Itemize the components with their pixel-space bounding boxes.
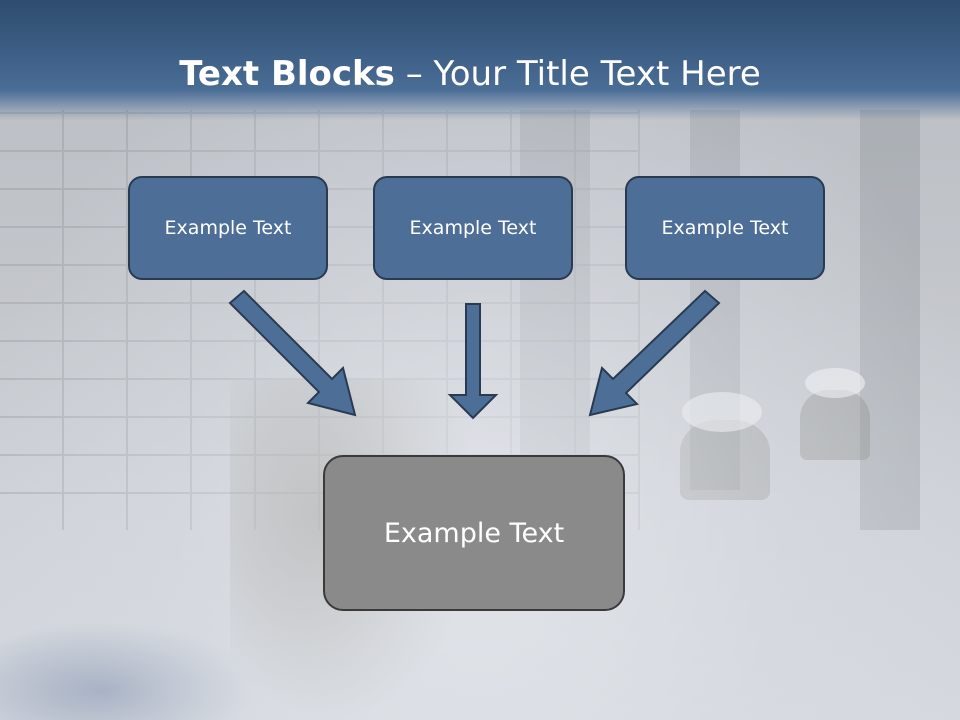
text-block-1[interactable]: Example Text — [128, 176, 328, 280]
text-block-3-label: Example Text — [661, 217, 789, 239]
arrow-right — [588, 289, 721, 417]
title-bar — [0, 0, 960, 120]
title-rest: – Your Title Text Here — [394, 54, 761, 94]
title-bold: Text Blocks — [179, 54, 395, 94]
arrow-center — [447, 303, 499, 420]
center-text-block-label: Example Text — [383, 517, 565, 549]
arrow-left — [228, 289, 357, 417]
text-block-3[interactable]: Example Text — [625, 176, 825, 280]
text-block-2[interactable]: Example Text — [373, 176, 573, 280]
text-block-1-label: Example Text — [164, 217, 292, 239]
text-block-2-label: Example Text — [409, 217, 537, 239]
center-text-block[interactable]: Example Text — [323, 455, 625, 611]
slide-title: Text Blocks – Your Title Text Here — [0, 52, 940, 96]
